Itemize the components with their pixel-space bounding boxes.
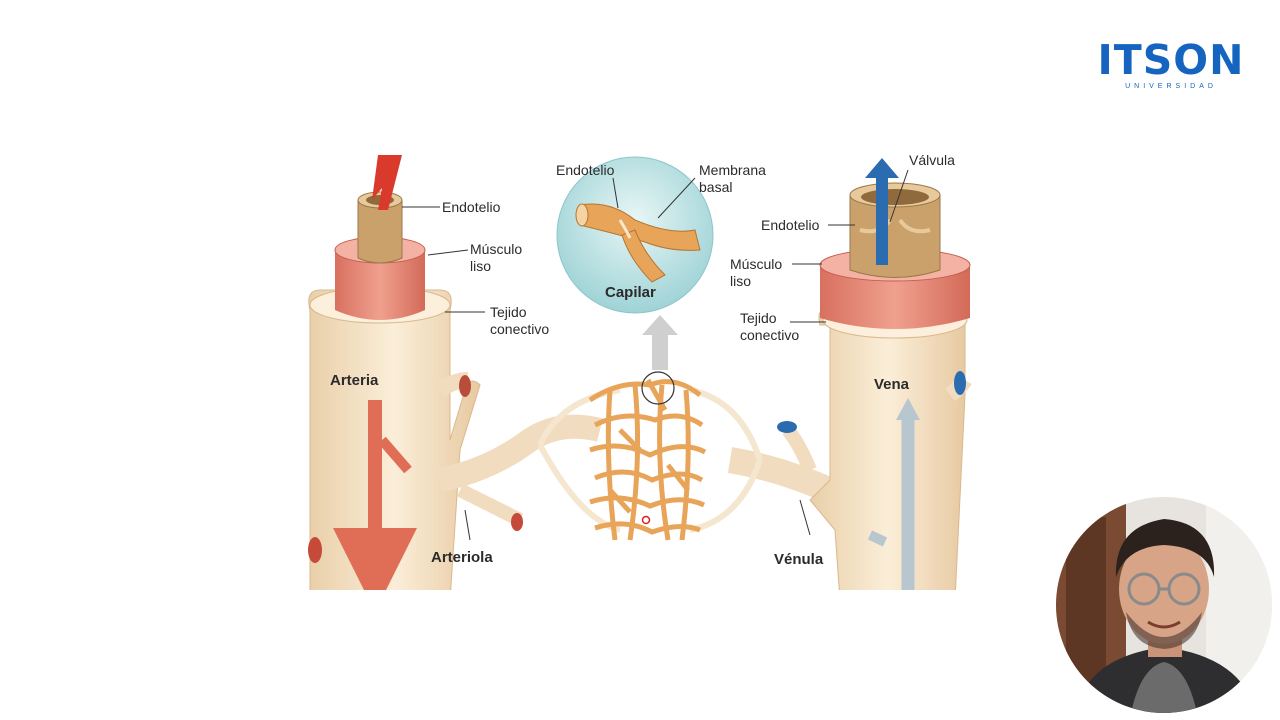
label-vena: Vena <box>874 376 910 393</box>
label-musculo-arteria: Músculo liso <box>470 241 523 274</box>
label-valvula: Válvula <box>909 152 955 168</box>
artery <box>308 155 481 612</box>
magnify-circle <box>641 371 675 405</box>
label-arteriola: Arteriola <box>431 549 493 566</box>
label-tejido-arteria: Tejido conectivo <box>490 304 550 337</box>
leader-lines <box>402 169 909 541</box>
label-capilar: Capilar <box>605 284 656 301</box>
label-arteria: Arteria <box>330 372 379 389</box>
vessel-illustration <box>308 155 972 612</box>
label-endotelio-capilar: Endotelio <box>556 162 615 178</box>
pointer-marker <box>641 515 651 525</box>
label-endotelio-vena: Endotelio <box>761 217 820 233</box>
capillary-bed <box>588 378 707 541</box>
zoom-arrow-icon <box>642 315 678 370</box>
logo-subtitle: UNIVERSIDAD <box>1125 83 1217 90</box>
logo-wordmark: ITSON <box>1097 36 1245 84</box>
capillary-detail <box>556 156 714 314</box>
presenter-webcam <box>1056 497 1272 713</box>
label-tejido-vena: Tejido conectivo <box>740 310 800 343</box>
label-membrana-basal: Membrana basal <box>699 162 766 195</box>
presenter-webcam-icon <box>1056 497 1272 713</box>
label-musculo-vena: Músculo liso <box>730 256 783 289</box>
label-venula: Vénula <box>774 551 824 568</box>
blood-vessel-diagram: Endotelio Músculo liso Tejido conectivo … <box>290 140 990 612</box>
itson-logo: ITSON UNIVERSIDAD <box>1094 38 1248 96</box>
vein <box>809 158 972 601</box>
label-endotelio-arteria: Endotelio <box>442 199 501 215</box>
